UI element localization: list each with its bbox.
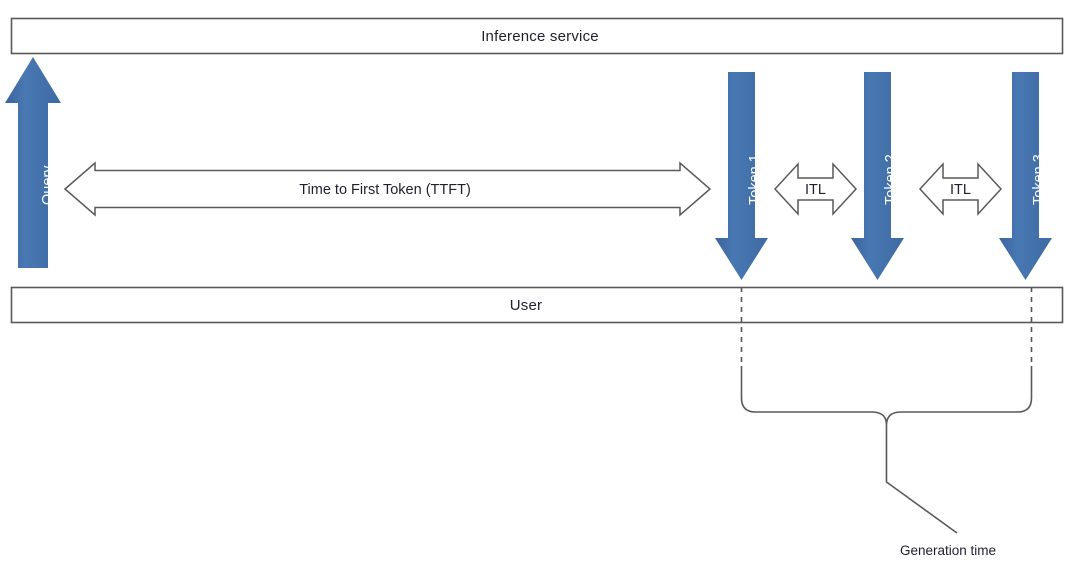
user-label: User (509, 297, 543, 314)
query-arrow (5, 57, 61, 268)
token-3-arrow-label: Token 3 (1031, 154, 1047, 205)
generation-time-label: Generation time (900, 543, 997, 558)
itl-arrow-2-label: ITL (950, 182, 971, 198)
itl-arrow-2 (918, 162, 1003, 216)
token-3-arrow (999, 72, 1052, 280)
generation-time-brace (740, 366, 1033, 426)
inference-service-bar (10, 17, 1064, 55)
token-1-arrow (715, 72, 768, 280)
itl-arrow-1-label: ITL (805, 182, 826, 198)
generation-time-leader-line (885, 425, 958, 534)
token-2-arrow (851, 72, 904, 280)
user-bar (10, 286, 1064, 324)
ttft-arrow (63, 161, 712, 217)
ttft-arrow-label: Time to First Token (TTFT) (299, 182, 471, 198)
token-1-arrow-label: Token 1 (747, 154, 763, 205)
token-2-arrow-label: Token 2 (883, 154, 899, 205)
itl-arrow-1 (773, 162, 858, 216)
inference-service-label: Inference service (481, 28, 599, 45)
